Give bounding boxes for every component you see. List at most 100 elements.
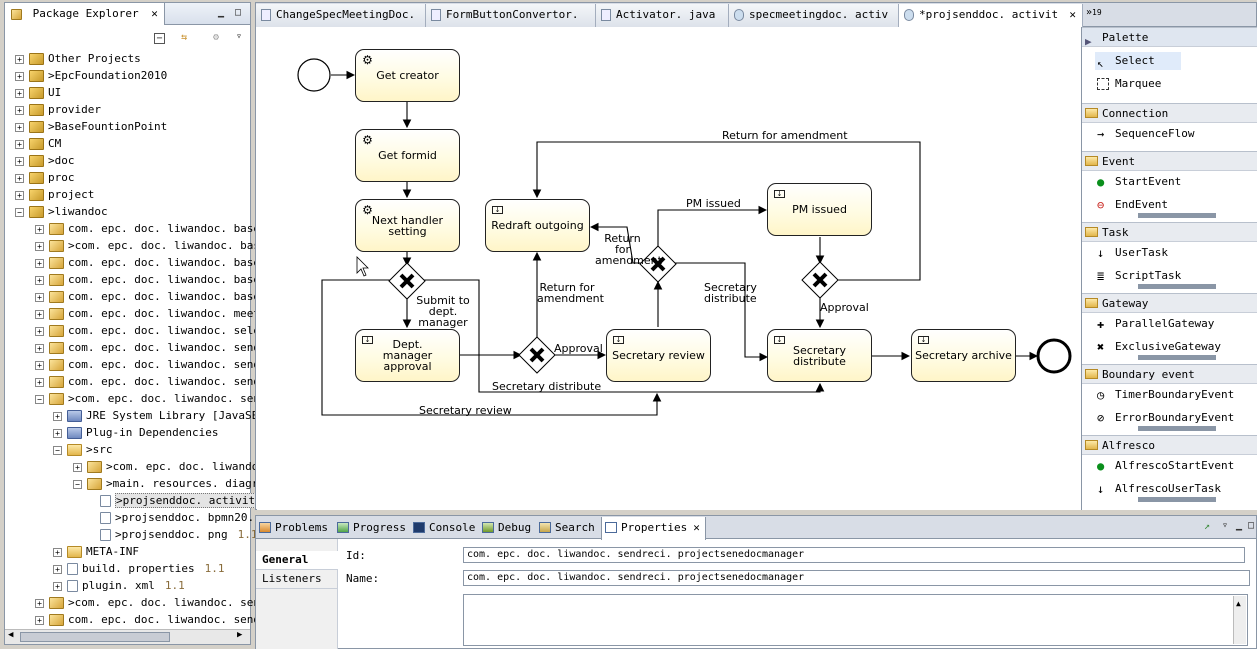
tool-marquee[interactable]: Marquee — [1095, 75, 1161, 93]
minimize-icon[interactable]: ▁ — [1235, 520, 1243, 531]
expand-icon[interactable]: + — [35, 360, 44, 370]
documentation-textarea[interactable]: ▲ — [463, 594, 1248, 646]
close-icon[interactable]: ✕ — [151, 7, 158, 20]
palette-group-boundary-event[interactable]: Boundary event — [1082, 364, 1257, 384]
flow-line[interactable] — [675, 262, 769, 362]
palette-item[interactable]: ≣ScriptTask — [1095, 267, 1181, 285]
expand-icon[interactable]: + — [35, 224, 44, 234]
tree-item[interactable]: −>com. epc. doc. liwandoc. sendreci — [35, 390, 293, 407]
tab-console[interactable]: Console — [410, 517, 476, 539]
tab-search[interactable]: Search — [536, 517, 598, 539]
close-icon[interactable]: ✕ — [693, 521, 700, 534]
tree-item[interactable]: +com. epc. doc. liwandoc. base. user — [35, 288, 300, 305]
maximize-icon[interactable]: □ — [1247, 520, 1255, 531]
tree-item[interactable]: +com. epc. doc. liwandoc. meetingdo — [35, 305, 293, 322]
palette-item[interactable]: ⊘ErrorBoundaryEvent — [1095, 409, 1234, 427]
tree-item[interactable]: +com. epc. doc. liwandoc. base. orgs — [35, 254, 300, 271]
flow-line[interactable] — [657, 205, 768, 247]
expand-icon[interactable]: + — [15, 122, 24, 132]
maximize-icon[interactable]: □ — [234, 7, 242, 18]
task-redraft-outgoing[interactable]: ↓Redraft outgoing — [485, 199, 590, 252]
vertical-scrollbar[interactable]: ▲ — [1233, 596, 1246, 644]
palette-item[interactable]: ✚ParallelGateway — [1095, 315, 1214, 333]
collapse-icon[interactable]: − — [35, 394, 44, 404]
palette-group-event[interactable]: Event — [1082, 151, 1257, 171]
task-pm-issued[interactable]: ↓PM issued — [767, 183, 872, 236]
tree-item[interactable]: +com. epc. doc. liwandoc. base. bull — [35, 220, 300, 237]
tool-select[interactable]: ↖Select — [1095, 52, 1181, 70]
expand-icon[interactable]: + — [35, 292, 44, 302]
tree-item[interactable]: +com. epc. doc. liwandoc. selectcom — [35, 322, 293, 339]
expand-icon[interactable]: + — [35, 615, 44, 625]
palette-item[interactable]: ●StartEvent — [1095, 173, 1181, 191]
palette-group-connection[interactable]: Connection — [1082, 103, 1257, 123]
tab-progress[interactable]: Progress — [334, 517, 412, 539]
scroll-left-icon[interactable]: ◀ — [8, 630, 14, 640]
tree-item[interactable]: +>com. epc. doc. liwandoc. sendreci — [35, 594, 293, 611]
editor-tab[interactable]: FormButtonConvertor. — [426, 4, 596, 27]
palette-item[interactable]: ↓UserTask — [1095, 244, 1168, 262]
palette-scroll-indicator[interactable] — [1138, 355, 1216, 360]
expand-icon[interactable]: + — [35, 343, 44, 353]
scroll-right-icon[interactable]: ▶ — [237, 630, 243, 640]
palette-item[interactable]: →SequenceFlow — [1095, 125, 1194, 143]
task-dept-manager-approval[interactable]: ↓Dept. manager approval — [355, 329, 460, 382]
view-settings-icon[interactable]: ⚙ — [212, 32, 220, 43]
link-editor-icon[interactable]: ⇆ — [180, 32, 188, 43]
expand-icon[interactable]: + — [35, 275, 44, 285]
collapse-icon[interactable]: − — [73, 479, 82, 489]
task-secretary-review[interactable]: ↓Secretary review — [606, 329, 711, 382]
tab-problems[interactable]: Problems — [256, 517, 329, 539]
expand-icon[interactable]: + — [15, 71, 24, 81]
tree-item[interactable]: −>src — [53, 441, 113, 458]
expand-icon[interactable]: + — [53, 564, 62, 574]
expand-icon[interactable]: + — [35, 241, 44, 251]
palette-header[interactable]: ▶Palette — [1082, 27, 1257, 48]
flow-line[interactable] — [589, 222, 643, 264]
exclusive-gateway[interactable] — [801, 261, 839, 299]
start-event[interactable] — [297, 58, 331, 92]
expand-icon[interactable]: + — [53, 428, 62, 438]
tree-item[interactable]: +>com. epc. doc. liwandoc. base. ent — [35, 237, 300, 254]
editor-tab[interactable]: ChangeSpecMeetingDoc. — [256, 4, 426, 27]
expand-icon[interactable]: + — [15, 139, 24, 149]
explorer-tab[interactable]: Package Explorer ✕ — [5, 3, 165, 25]
id-field[interactable]: com. epc. doc. liwandoc. sendreci. proje… — [463, 547, 1245, 563]
tree-item[interactable]: +Other Projects — [15, 50, 141, 67]
tree-item[interactable]: +>com. epc. doc. liwandoc. se — [73, 458, 291, 475]
expand-icon[interactable]: + — [53, 581, 62, 591]
tree-item[interactable]: +com. epc. doc. liwandoc. sendreci. — [35, 339, 293, 356]
palette-scroll-indicator[interactable] — [1138, 497, 1216, 502]
scroll-up-icon[interactable]: ▲ — [1236, 599, 1241, 608]
pin-icon[interactable]: ↗ — [1203, 521, 1211, 532]
tree-item[interactable]: +provider — [15, 101, 101, 118]
palette-group-task[interactable]: Task — [1082, 222, 1257, 242]
task-next-handler-setting[interactable]: ⚙Next handler setting — [355, 199, 460, 252]
expand-icon[interactable]: + — [15, 88, 24, 98]
tab-debug[interactable]: Debug — [479, 517, 534, 539]
expand-icon[interactable]: + — [15, 156, 24, 166]
tab-overflow-button[interactable]: »19 — [1086, 7, 1102, 18]
editor-tab[interactable]: Activator. java — [596, 4, 729, 27]
expand-icon[interactable]: + — [35, 309, 44, 319]
expand-icon[interactable]: + — [15, 105, 24, 115]
exclusive-gateway[interactable] — [388, 262, 426, 300]
expand-icon[interactable]: + — [35, 598, 44, 608]
expand-icon[interactable]: + — [53, 411, 62, 421]
palette-item[interactable]: ↓AlfrescoUserTask — [1095, 480, 1221, 498]
side-tab-general[interactable]: General — [256, 551, 338, 570]
flow-line[interactable] — [532, 141, 921, 281]
palette-scroll-indicator[interactable] — [1138, 284, 1216, 289]
collapse-all-icon[interactable]: − — [154, 33, 165, 44]
collapse-icon[interactable]: − — [53, 445, 62, 455]
tree-item[interactable]: +com. epc. doc. liwandoc. base. OrgF — [35, 271, 300, 288]
task-secretary-archive[interactable]: ↓Secretary archive — [911, 329, 1016, 382]
scrollbar-thumb[interactable] — [20, 632, 170, 642]
end-event[interactable] — [1036, 338, 1072, 374]
tree-item[interactable]: +>doc — [15, 152, 75, 169]
expand-icon[interactable]: + — [35, 326, 44, 336]
exclusive-gateway[interactable] — [639, 245, 677, 283]
